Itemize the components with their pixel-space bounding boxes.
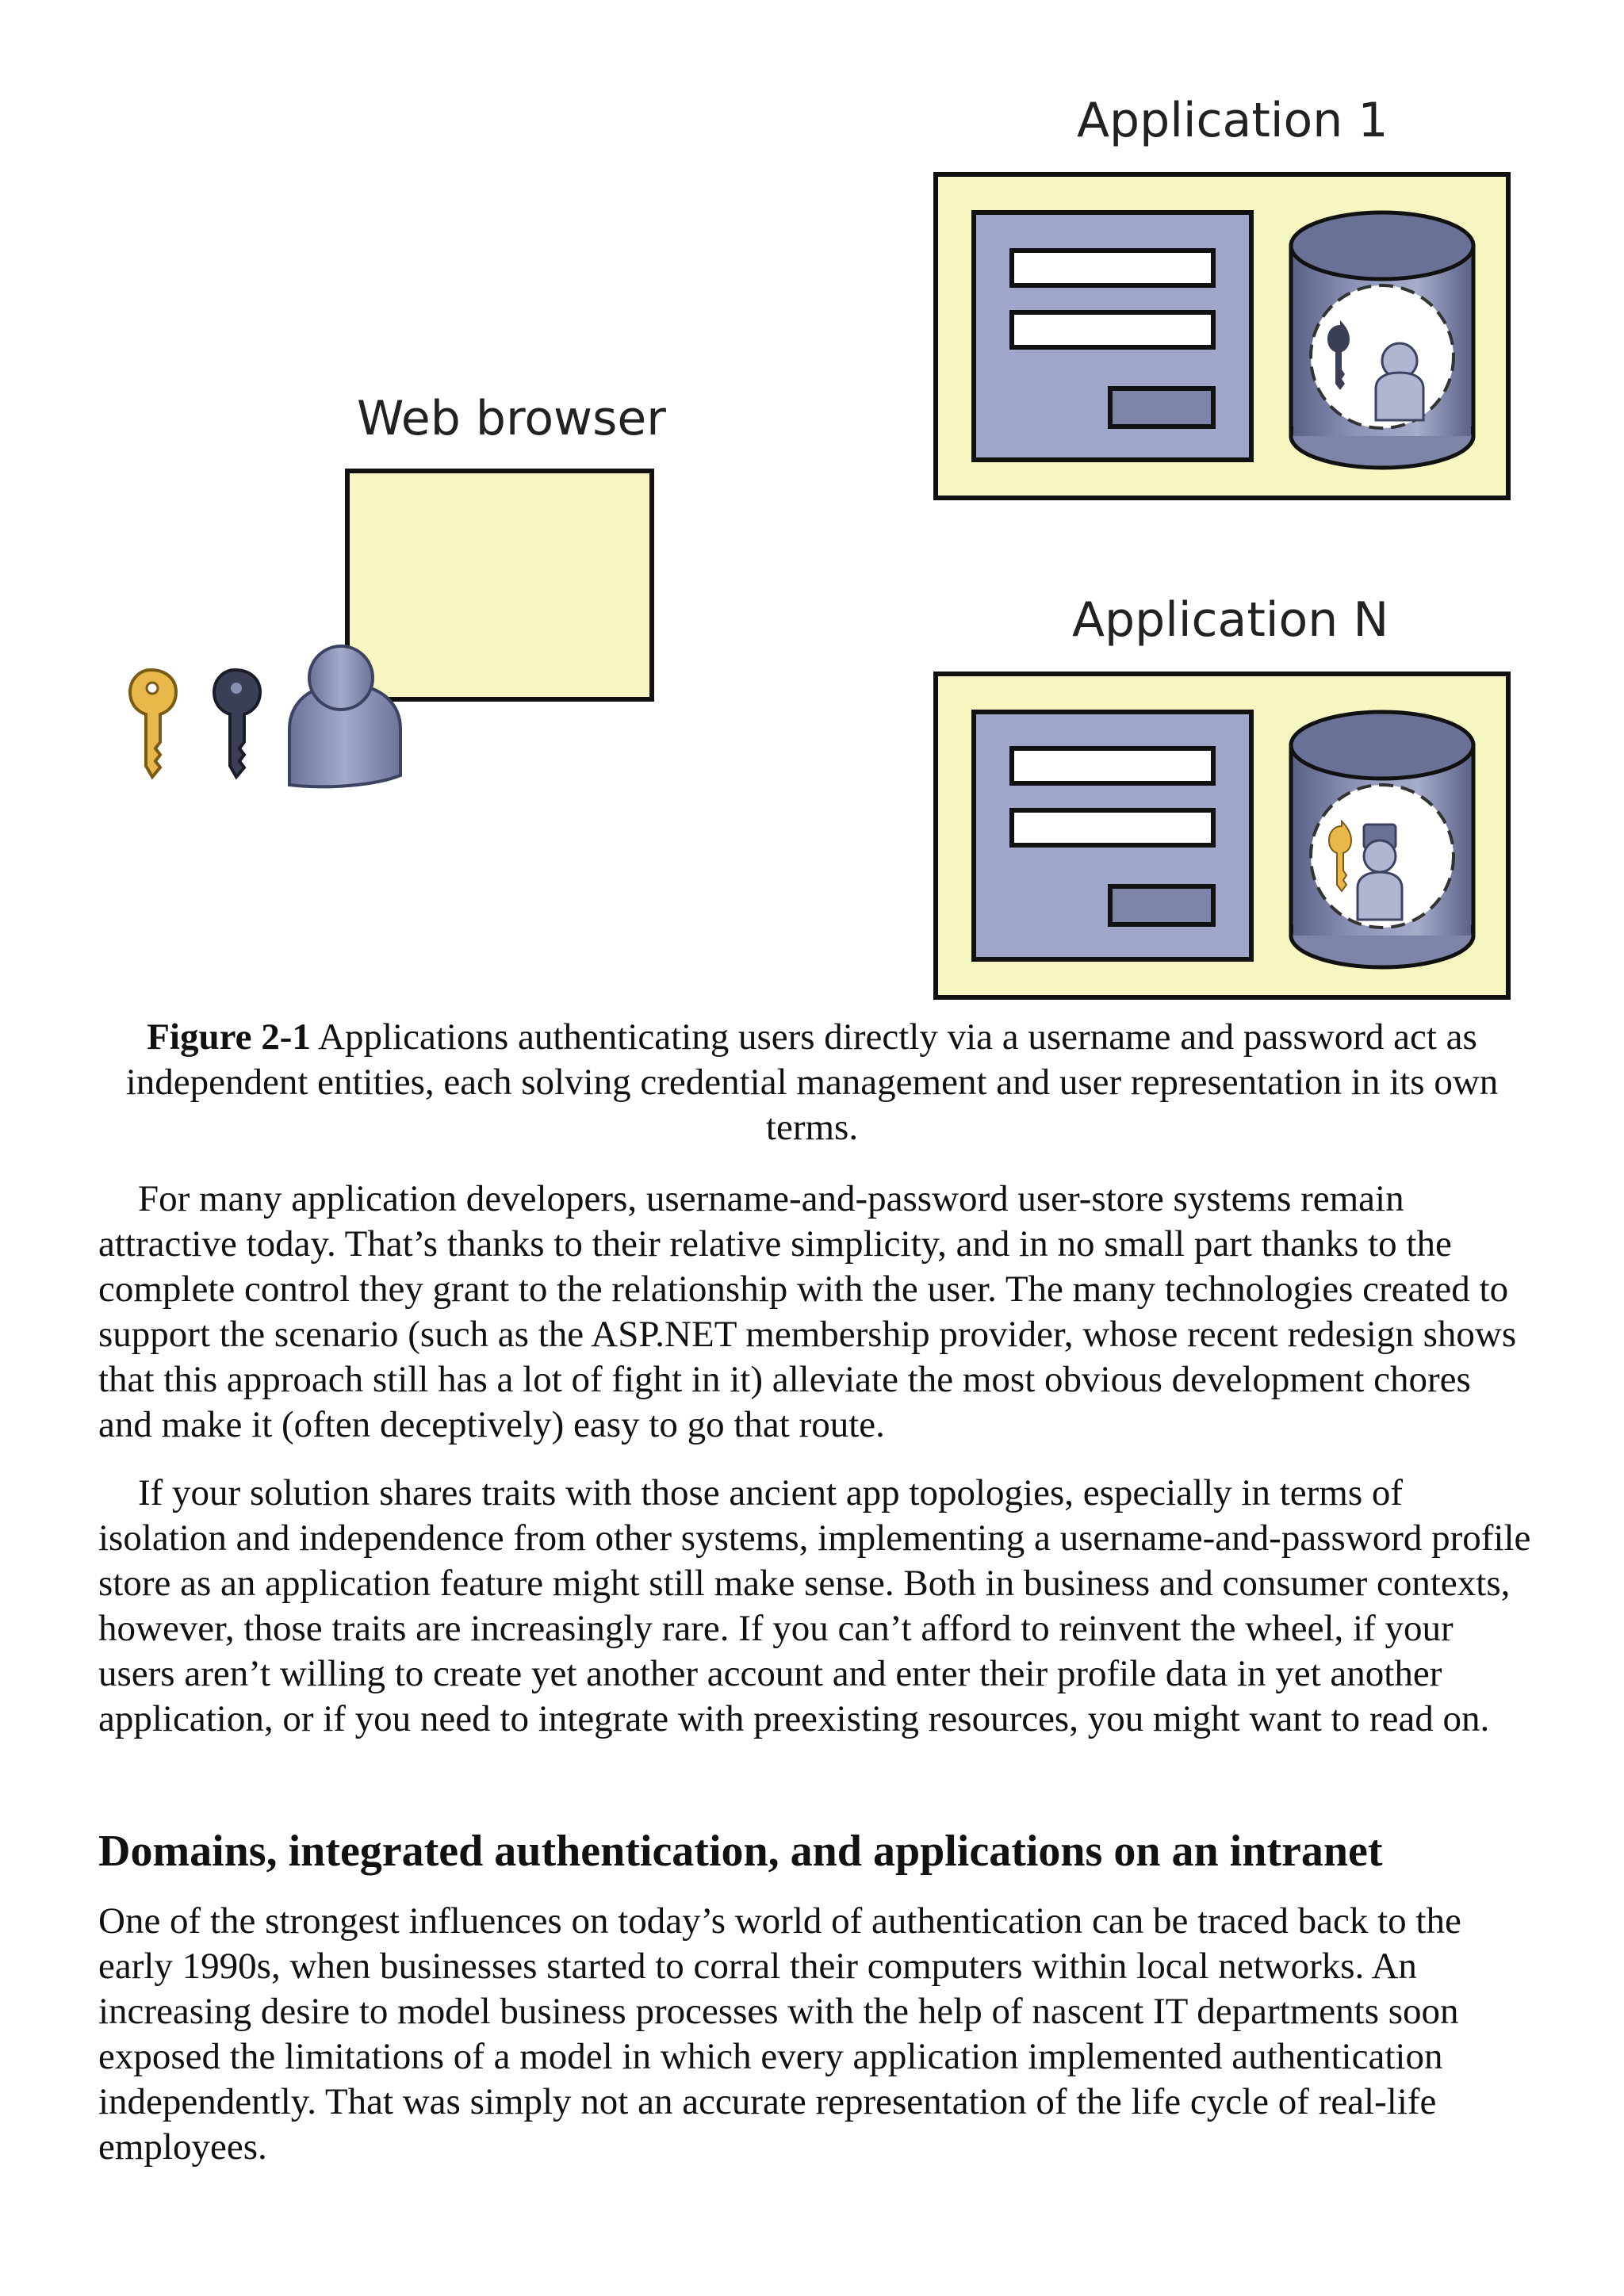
figure-caption: Figure 2-1 Applications authenticating u… — [119, 1015, 1505, 1150]
gold-key-icon — [128, 668, 178, 780]
paragraph-3: One of the strongest influences on today… — [98, 1900, 1461, 2168]
figure-2-1: Web browser Application 1 — [0, 0, 1624, 1007]
body-text: For many application developers, usernam… — [98, 1177, 1534, 1448]
caption-text: Applications authenticating users direct… — [125, 1016, 1499, 1148]
application-n-label: Application N — [1072, 592, 1388, 648]
dark-key-icon — [212, 668, 262, 780]
section-heading-block: Domains, integrated authentication, and … — [98, 1825, 1534, 1877]
user-store-database-icon — [1289, 210, 1476, 470]
application-1-label: Application 1 — [1077, 93, 1388, 148]
paragraph-2: If your solution shares traits with thos… — [98, 1472, 1531, 1739]
user-icon — [288, 645, 402, 789]
paragraph-1: For many application developers, usernam… — [98, 1178, 1517, 1445]
login-form-icon — [971, 210, 1254, 462]
body-text-3: One of the strongest influences on today… — [98, 1899, 1534, 2170]
application-n-box — [933, 672, 1511, 1000]
section-heading: Domains, integrated authentication, and … — [98, 1827, 1383, 1876]
login-form-icon — [971, 710, 1254, 962]
web-browser-label: Web browser — [357, 391, 666, 446]
web-browser-window — [345, 469, 654, 702]
user-store-database-icon — [1289, 710, 1476, 970]
application-1-box — [933, 172, 1511, 500]
authentication-diagram: Web browser Application 1 — [128, 93, 1511, 1000]
body-text-2: If your solution shares traits with thos… — [98, 1471, 1534, 1742]
figure-number: Figure 2-1 — [147, 1016, 311, 1058]
